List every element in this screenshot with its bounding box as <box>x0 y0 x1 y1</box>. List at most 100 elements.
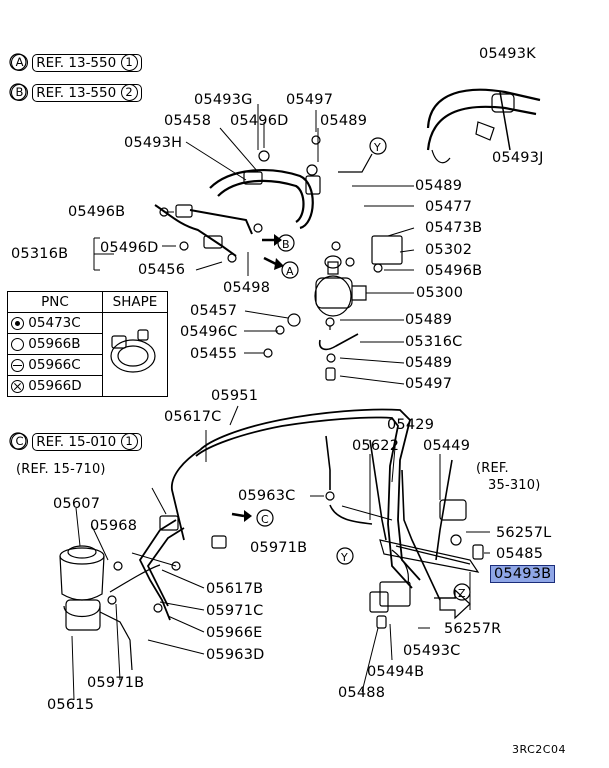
pnc-row: 05473C <box>7 312 168 397</box>
ref-a-box: REF. 13-550 1 <box>32 53 142 72</box>
shape-cell <box>102 312 168 397</box>
part-label-05963D[interactable]: 05963D <box>206 647 265 663</box>
part-label-05489-top[interactable]: 05489 <box>320 113 368 129</box>
part-label-05497-top[interactable]: 05497 <box>286 92 334 108</box>
part-label-05617C[interactable]: 05617C <box>164 409 222 425</box>
pnc-cell: 05966D <box>7 375 103 397</box>
cross-circle-icon <box>11 379 24 393</box>
part-label-05498[interactable]: 05498 <box>223 280 271 296</box>
marker-y-top: Y <box>374 141 382 154</box>
part-label-05971B-mid[interactable]: 05971B <box>250 540 308 556</box>
ref-b-text: REF. 13-550 <box>36 84 117 101</box>
part-label-05489-a[interactable]: 05489 <box>415 178 463 194</box>
pnc-cell: 05473C <box>7 312 103 334</box>
part-label-05968[interactable]: 05968 <box>90 518 138 534</box>
hose-05493G-drawing <box>154 150 321 263</box>
pnc-row: 05966D <box>7 375 168 397</box>
part-label-05457[interactable]: 05457 <box>190 303 238 319</box>
marker-z: Z <box>458 587 467 600</box>
part-label-05493C[interactable]: 05493C <box>403 643 461 659</box>
pnc-shape-table: PNC SHAPE 05473C 05966B 05966C 05966D <box>7 291 168 397</box>
part-label-05458[interactable]: 05458 <box>164 113 212 129</box>
line-05951-drawing <box>171 408 421 589</box>
pnc-code: 05473C <box>28 315 81 331</box>
marker-a: A <box>286 265 295 278</box>
part-label-05607[interactable]: 05607 <box>53 496 101 512</box>
part-label-05449[interactable]: 05449 <box>423 438 471 454</box>
gear-area-drawing <box>369 499 484 629</box>
part-label-05473B[interactable]: 05473B <box>425 220 483 236</box>
shape-header: SHAPE <box>102 291 168 313</box>
part-label-05493J[interactable]: 05493J <box>492 150 544 166</box>
minus-circle-icon <box>11 358 24 372</box>
part-label-05622[interactable]: 05622 <box>352 438 400 454</box>
ref-b-box: REF. 13-550 2 <box>32 83 142 102</box>
pnc-cell: 05966B <box>7 333 103 355</box>
leader-lines <box>71 104 490 701</box>
part-label-05477[interactable]: 05477 <box>425 199 473 215</box>
reservoir-05607-drawing <box>59 545 161 671</box>
circle-icon <box>11 337 24 351</box>
ref-a-num: 1 <box>120 54 138 71</box>
part-label-05496B-left[interactable]: 05496B <box>68 204 126 220</box>
part-label-56257R[interactable]: 56257R <box>444 621 502 637</box>
part-label-05615[interactable]: 05615 <box>47 697 95 713</box>
part-label-05966E[interactable]: 05966E <box>206 625 263 641</box>
ref-c-num: 1 <box>120 433 138 450</box>
ref-b: B REF. 13-550 2 <box>11 83 142 102</box>
part-label-05489-c[interactable]: 05489 <box>405 355 453 371</box>
marker-y-bottom: Y <box>341 551 349 564</box>
part-label-05429[interactable]: 05429 <box>387 417 435 433</box>
marker-c: C <box>261 513 270 526</box>
part-label-05496C[interactable]: 05496C <box>180 324 238 340</box>
ref-b-num: 2 <box>120 84 138 101</box>
pump-05300-drawing <box>314 235 403 381</box>
ref-c: C REF. 15-010 1 <box>11 432 142 451</box>
ref-a-marker: A <box>11 54 28 71</box>
part-label-05316B[interactable]: 05316B <box>11 246 69 262</box>
part-label-05493B[interactable]: 05493B <box>490 565 556 583</box>
part-label-05971C[interactable]: 05971C <box>206 603 264 619</box>
ref-c-box: REF. 15-010 1 <box>32 432 142 451</box>
part-label-05963C[interactable]: 05963C <box>238 488 296 504</box>
part-label-05489-b[interactable]: 05489 <box>405 312 453 328</box>
part-label-05485[interactable]: 05485 <box>496 546 544 562</box>
part-label-05971B-bot[interactable]: 05971B <box>87 675 145 691</box>
part-label-05316C[interactable]: 05316C <box>405 334 463 350</box>
part-label-05496B-right[interactable]: 05496B <box>425 263 483 279</box>
part-label-05302[interactable]: 05302 <box>425 242 473 258</box>
part-label-05493G[interactable]: 05493G <box>194 92 253 108</box>
part-label-05493K[interactable]: 05493K <box>479 46 536 62</box>
pnc-code: 05966B <box>28 336 81 352</box>
ref-b-marker: B <box>11 84 28 101</box>
ref-note-15-710: (REF. 15-710) <box>16 462 106 477</box>
part-label-05496D-top[interactable]: 05496D <box>230 113 289 129</box>
pnc-code: 05966D <box>28 378 82 394</box>
pnc-code: 05966C <box>28 357 81 373</box>
part-label-05951[interactable]: 05951 <box>211 388 259 404</box>
hose-05493K-drawing <box>426 88 541 164</box>
pnc-header: PNC <box>7 291 103 313</box>
part-label-05488[interactable]: 05488 <box>338 685 386 701</box>
ref-a-text: REF. 13-550 <box>36 54 117 71</box>
ref-note-35-310-b: 35-310) <box>488 478 541 493</box>
part-label-05455[interactable]: 05455 <box>190 346 238 362</box>
part-label-56257L[interactable]: 56257L <box>496 525 552 541</box>
part-label-05617B[interactable]: 05617B <box>206 581 264 597</box>
pnc-table-header: PNC SHAPE <box>7 291 168 313</box>
part-label-05497-mid[interactable]: 05497 <box>405 376 453 392</box>
part-label-05493H[interactable]: 05493H <box>124 135 183 151</box>
marker-b: B <box>282 238 291 251</box>
part-label-05300[interactable]: 05300 <box>416 285 464 301</box>
part-label-05496D-left[interactable]: 05496D <box>100 240 159 256</box>
direction-arrows <box>231 238 277 518</box>
ref-a: A REF. 13-550 1 <box>11 53 142 72</box>
dot-circle-icon <box>11 316 24 330</box>
part-label-05494B[interactable]: 05494B <box>367 664 425 680</box>
pnc-cell: 05966C <box>7 354 103 376</box>
part-label-05456[interactable]: 05456 <box>138 262 186 278</box>
ref-c-marker: C <box>11 433 28 450</box>
ref-note-35-310-a: (REF. <box>476 461 509 476</box>
